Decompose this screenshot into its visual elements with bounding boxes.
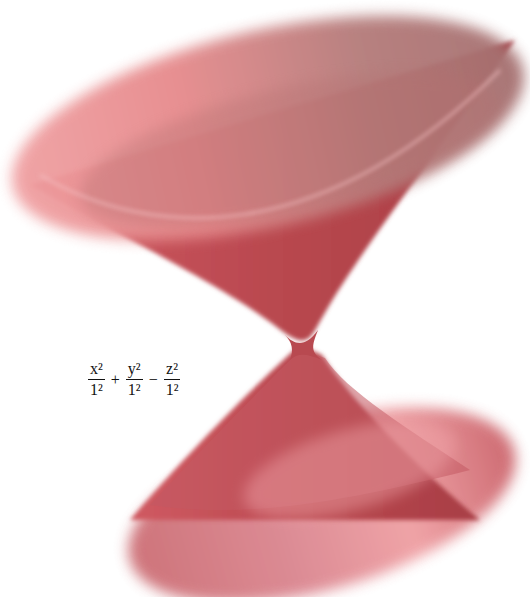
denominator: 1²	[126, 380, 143, 399]
fraction: z²1²	[164, 360, 181, 400]
denominator: 1²	[164, 380, 181, 399]
neck	[285, 330, 322, 360]
fraction: x²1²	[88, 360, 105, 400]
denominator: 1²	[88, 380, 105, 399]
operator: −	[149, 372, 158, 388]
numerator: x²	[88, 360, 105, 380]
upper-sheet	[0, 0, 530, 340]
operator: +	[111, 372, 120, 388]
fraction: y²1²	[126, 360, 143, 400]
numerator: y²	[126, 360, 143, 380]
lower-sheet	[107, 345, 530, 597]
numerator: z²	[164, 360, 180, 380]
equation: x²1²+y²1²−z²1²	[86, 360, 182, 400]
